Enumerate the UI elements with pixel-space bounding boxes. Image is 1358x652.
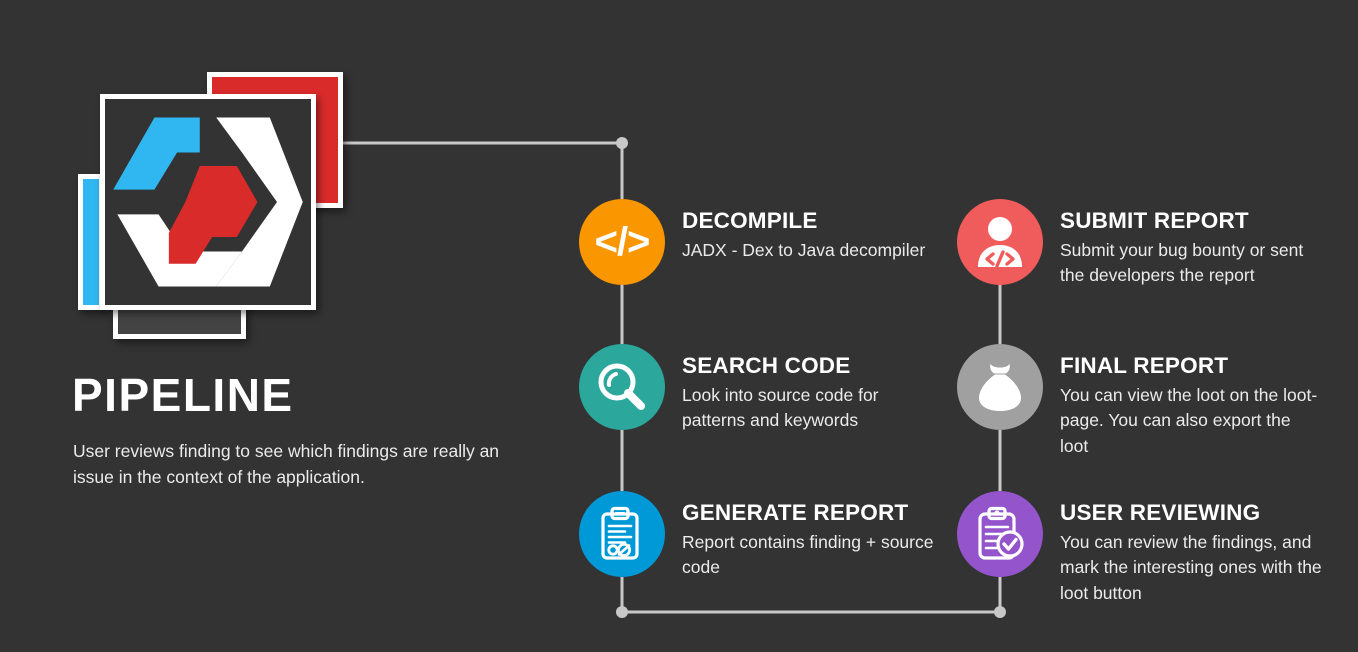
magnifying-glass-icon	[598, 363, 645, 410]
step-submit-report-description: Submit your bug bounty or sent the devel…	[1060, 239, 1304, 286]
step-search-code-description: Look into source code for patterns and k…	[682, 384, 879, 431]
clipboard-report-icon	[601, 506, 639, 560]
page-title: PIPELINE	[72, 369, 294, 421]
step-user-reviewing-title: USER REVIEWING	[1060, 500, 1261, 525]
step-decompile[interactable]: </> DECOMPILE JADX - Dex to Java decompi…	[579, 199, 942, 285]
connector-node-bottom-left	[616, 606, 628, 618]
step-final-report-icon-circle	[957, 344, 1043, 430]
user-developer-icon	[978, 217, 1022, 268]
step-decompile-title: DECOMPILE	[682, 208, 818, 233]
step-generate-report-title: GENERATE REPORT	[682, 500, 909, 525]
logo-stack	[0, 0, 560, 360]
step-generate-report-icon-circle	[579, 491, 665, 577]
step-final-report-title: FINAL REPORT	[1060, 353, 1229, 378]
step-decompile-icon-circle: </>	[579, 199, 665, 285]
clipboard-check-icon	[978, 506, 1024, 560]
step-submit-report[interactable]: SUBMIT REPORT Submit your bug bounty or …	[957, 199, 1322, 289]
step-search-code[interactable]: SEARCH CODE Look into source code for pa…	[579, 344, 942, 434]
connector-node-bottom-right	[994, 606, 1006, 618]
step-generate-report[interactable]: GENERATE REPORT Report contains finding …	[579, 491, 942, 581]
step-decompile-description: JADX - Dex to Java decompiler	[682, 239, 926, 260]
step-submit-report-title: SUBMIT REPORT	[1060, 208, 1249, 233]
step-generate-report-description: Report contains finding + source code	[682, 531, 934, 578]
connector-node-top	[616, 137, 628, 149]
money-bag-icon	[979, 364, 1021, 411]
step-search-code-title: SEARCH CODE	[682, 353, 851, 378]
pipeline-hexagon-logo-icon	[113, 117, 303, 287]
step-final-report: FINAL REPORT You can view the loot on th…	[957, 344, 1322, 459]
step-submit-report-icon-circle	[957, 199, 1043, 285]
step-user-reviewing-icon-circle	[957, 491, 1043, 577]
code-brackets-icon: </>	[594, 219, 651, 264]
logo-card-main	[100, 94, 316, 310]
step-user-reviewing[interactable]: USER REVIEWING You can review the findin…	[957, 491, 1322, 606]
page-description: User reviews finding to see which findin…	[73, 441, 500, 488]
step-final-report-description: You can view the loot on the loot-page. …	[1060, 384, 1318, 456]
step-user-reviewing-description: You can review the findings, and mark th…	[1060, 531, 1322, 603]
step-search-code-icon-circle	[579, 344, 665, 430]
